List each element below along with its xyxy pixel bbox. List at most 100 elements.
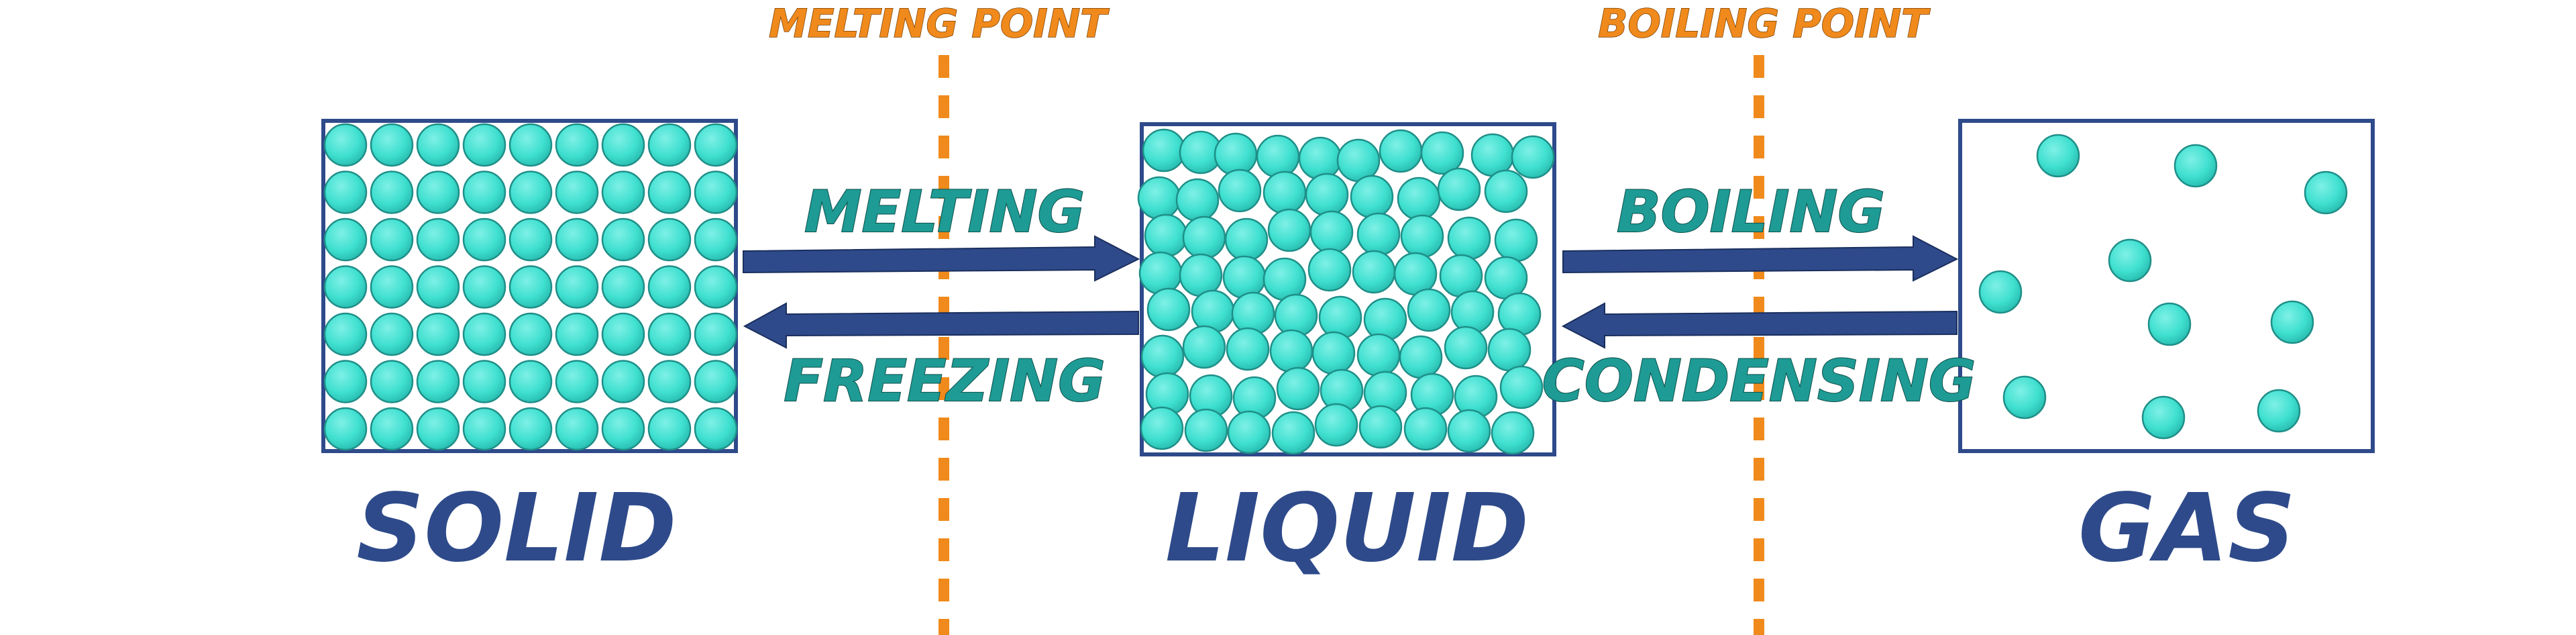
particle xyxy=(370,360,414,403)
particle xyxy=(1222,255,1267,299)
particle xyxy=(1276,367,1320,411)
particle xyxy=(555,265,599,309)
particle xyxy=(508,217,553,262)
particle xyxy=(508,265,553,309)
particle xyxy=(555,217,599,262)
particle xyxy=(1307,248,1352,292)
particle xyxy=(323,312,368,356)
particle xyxy=(462,217,506,262)
particle xyxy=(370,170,414,214)
particle xyxy=(1336,138,1381,183)
particle xyxy=(1144,213,1188,258)
particle xyxy=(555,312,599,356)
particle xyxy=(1227,410,1271,454)
particle xyxy=(1318,295,1362,340)
particle xyxy=(1137,176,1181,220)
particle xyxy=(1444,326,1488,370)
particle xyxy=(694,360,738,403)
particle xyxy=(1214,132,1258,177)
boiling-label: BOILING xyxy=(1617,179,1885,246)
particle xyxy=(462,265,506,309)
particle xyxy=(508,407,553,451)
particle xyxy=(694,407,738,451)
particle xyxy=(1358,405,1403,449)
particle xyxy=(1484,256,1528,300)
arrow-left-icon xyxy=(1561,302,1957,349)
particle xyxy=(416,217,460,262)
particle xyxy=(1269,329,1313,373)
melting-label: MELTING xyxy=(804,179,1085,246)
particle xyxy=(2036,134,2080,178)
particle xyxy=(1267,208,1311,252)
particle xyxy=(416,265,460,309)
solid-label: SOLID xyxy=(356,474,676,583)
particle xyxy=(1263,257,1307,301)
particle xyxy=(1356,333,1401,377)
particle xyxy=(1224,217,1269,262)
particle xyxy=(1439,254,1483,298)
liquid-particles xyxy=(1137,128,1555,455)
particle xyxy=(1978,270,2023,314)
particle xyxy=(694,312,738,356)
particle xyxy=(1175,178,1220,222)
particle xyxy=(1298,136,1342,181)
particle xyxy=(2270,300,2314,344)
particle xyxy=(1420,131,1464,175)
freezing-label: FREEZING xyxy=(784,348,1105,415)
particle xyxy=(323,170,368,214)
particle xyxy=(647,217,692,262)
particle xyxy=(1142,128,1186,173)
particle xyxy=(2147,302,2192,346)
particle xyxy=(462,123,506,167)
particle xyxy=(416,360,460,403)
boiling-point-label: BOILING POINT xyxy=(1598,1,1931,46)
particle xyxy=(416,123,460,167)
liquid-box xyxy=(1137,122,1556,456)
particle xyxy=(508,312,553,356)
particle xyxy=(370,217,414,262)
particle xyxy=(1309,210,1354,254)
particle xyxy=(1494,218,1538,262)
particle xyxy=(1437,167,1481,211)
particle xyxy=(694,217,738,262)
arrow-right-icon xyxy=(743,235,1140,282)
particle xyxy=(1226,327,1270,371)
solid-box xyxy=(321,119,738,453)
particle xyxy=(647,407,692,451)
particle xyxy=(1256,134,1300,179)
particle xyxy=(601,265,645,309)
particle xyxy=(601,123,645,167)
particle xyxy=(1470,133,1515,177)
particle xyxy=(601,170,645,214)
particle xyxy=(1399,335,1443,379)
particle xyxy=(1356,212,1401,256)
particle xyxy=(694,265,738,309)
particle xyxy=(1218,168,1262,213)
particle xyxy=(1179,253,1223,297)
particle xyxy=(1182,215,1226,260)
particle xyxy=(647,312,692,356)
particle xyxy=(508,123,553,167)
particle xyxy=(1484,169,1528,213)
particle xyxy=(647,170,692,214)
particle xyxy=(1231,291,1275,336)
gas-label: GAS xyxy=(2078,474,2296,583)
particle xyxy=(1271,411,1316,455)
gas-particles xyxy=(1978,134,2348,440)
particle xyxy=(555,360,599,403)
particle xyxy=(462,360,506,403)
particle xyxy=(1393,252,1438,296)
particle xyxy=(1140,406,1184,450)
particle xyxy=(1447,216,1491,260)
particle xyxy=(647,265,692,309)
particle xyxy=(694,123,738,167)
particle xyxy=(1400,214,1444,258)
particle xyxy=(462,170,506,214)
particle xyxy=(2174,144,2218,188)
particle xyxy=(370,407,414,451)
particle xyxy=(370,265,414,309)
particle xyxy=(555,123,599,167)
particle xyxy=(601,360,645,403)
particle xyxy=(555,170,599,214)
